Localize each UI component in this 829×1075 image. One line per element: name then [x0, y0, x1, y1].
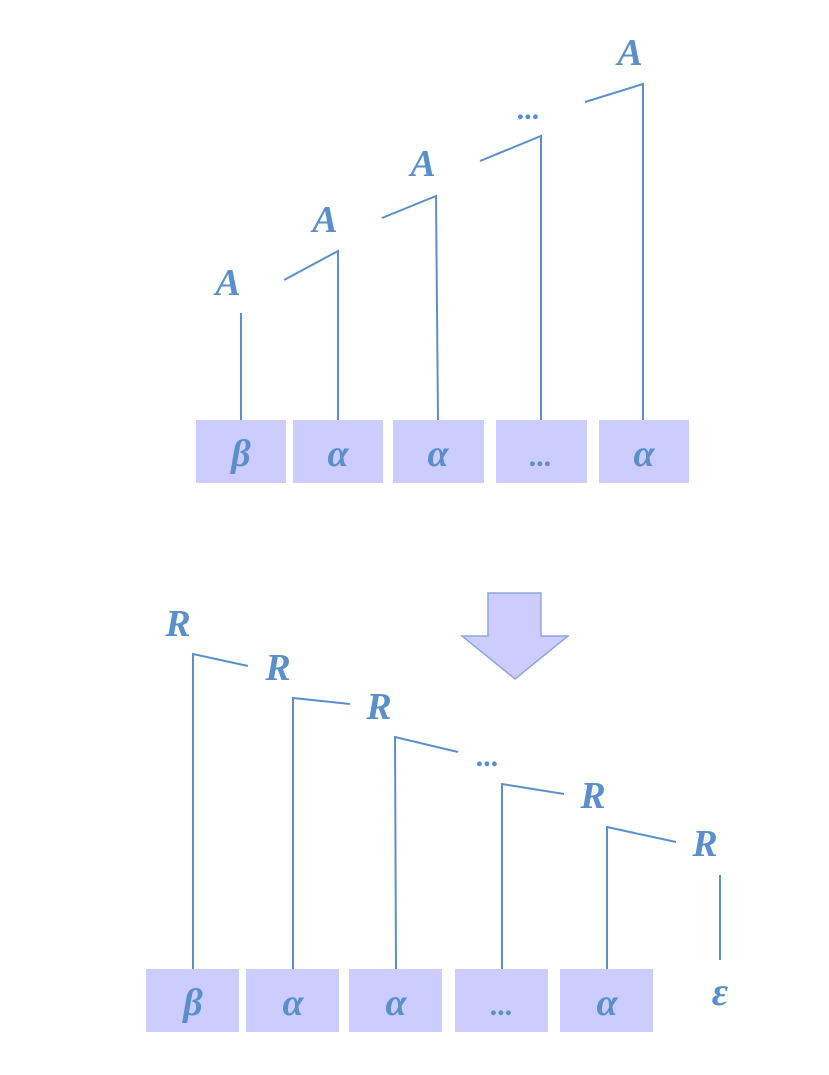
bottom-leaf-box-2: [246, 969, 339, 1032]
top-edge-4: [479, 134, 542, 420]
top-leaf-box-2: [293, 420, 383, 483]
top-leaf-label-2: α: [327, 433, 349, 475]
bottom-node-label-6: R: [691, 823, 717, 865]
bottom-node-label-2: R: [264, 647, 290, 689]
bottom-leaf-box-3: [349, 969, 442, 1032]
bottom-leaf-box-5: [560, 969, 653, 1032]
bottom-leaf-box-1: [146, 969, 239, 1032]
bottom-edge-3: [393, 735, 459, 970]
top-node-label-4: ...: [518, 93, 541, 126]
top-tree: A A A ... A β α α ... α: [196, 32, 689, 483]
bottom-leaf-label-2: α: [282, 982, 304, 1024]
bottom-leaf-label-4: ...: [491, 989, 514, 1022]
bottom-edge-4: [501, 782, 565, 969]
top-edge-3: [381, 194, 439, 421]
bottom-node-label-5: R: [579, 775, 605, 817]
top-leaf-label-3: α: [427, 433, 449, 475]
bottom-edge-1: [192, 652, 249, 969]
top-node-label-2: A: [310, 199, 337, 241]
bottom-leaf-label-5: α: [596, 982, 618, 1024]
top-edge-2: [283, 249, 339, 420]
top-leaf-label-4: ...: [530, 440, 553, 473]
epsilon-leaf-label: ε: [712, 969, 729, 1014]
bottom-leaf-label-1: β: [181, 982, 203, 1024]
top-leaf-box-3: [393, 420, 484, 483]
top-edge-5: [584, 82, 644, 420]
down-arrow-icon: [459, 592, 571, 680]
bottom-leaf-box-4: [455, 969, 548, 1032]
bottom-node-label-3: R: [365, 686, 391, 728]
bottom-tree: R R R ... R R β α α ... α ε: [146, 603, 729, 1032]
top-leaf-label-5: α: [633, 433, 655, 475]
top-leaf-box-5: [599, 420, 689, 483]
bottom-edge-2: [292, 696, 351, 969]
top-node-label-3: A: [408, 143, 435, 185]
top-node-label-5: A: [615, 32, 642, 74]
top-leaf-label-1: β: [229, 433, 251, 475]
top-leaf-box-1: [196, 420, 286, 483]
bottom-edge-5: [606, 825, 677, 969]
bottom-leaf-label-3: α: [385, 982, 407, 1024]
top-node-label-1: A: [213, 262, 240, 304]
bottom-node-label-4: ...: [477, 740, 500, 773]
top-leaf-box-4: [496, 420, 587, 483]
bottom-node-label-1: R: [164, 603, 190, 645]
